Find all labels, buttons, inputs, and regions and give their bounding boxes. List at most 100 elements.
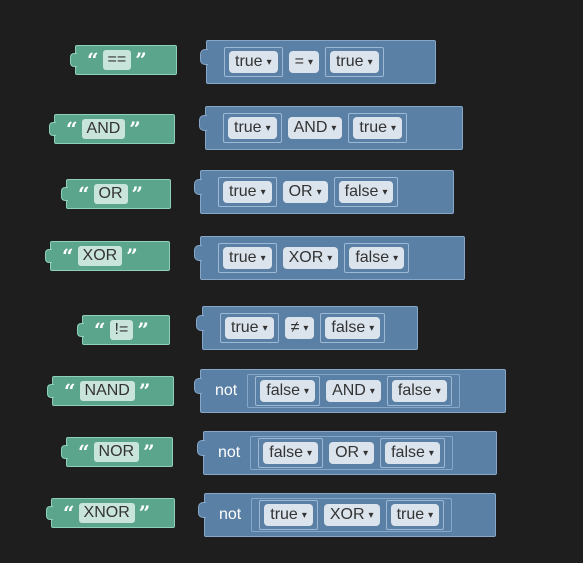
text-field[interactable]: NAND (79, 381, 135, 401)
output-tab (194, 179, 202, 195)
left-input[interactable]: true▾ (220, 313, 279, 343)
right-input[interactable]: true▾ (324, 47, 384, 77)
text-block[interactable]: “ != ” (77, 315, 170, 345)
text-block[interactable]: “ XNOR ” (46, 498, 175, 528)
bool-dropdown[interactable]: false▾ (338, 181, 394, 203)
bool-dropdown[interactable]: true▾ (225, 317, 274, 339)
dropdown-arrow-icon: ▾ (369, 385, 375, 397)
open-quote-icon: “ (64, 379, 76, 403)
left-input[interactable]: true▾ (218, 177, 277, 207)
dropdown-arrow-icon: ▾ (428, 509, 434, 521)
bool-dropdown[interactable]: false▾ (260, 380, 316, 402)
compare-block[interactable]: true▾ =▾ true▾ (200, 40, 436, 84)
row-nor: “ NOR ” not false▾ OR▾ false▾ (0, 431, 583, 483)
close-quote-icon: ” (135, 48, 147, 72)
row-and: “ AND ” true▾ AND▾ true▾ (0, 106, 583, 158)
text-block[interactable]: “ XOR ” (45, 241, 170, 271)
text-block[interactable]: “ OR ” (61, 179, 171, 209)
right-input[interactable]: true▾ (348, 113, 408, 143)
logic-block[interactable]: false▾ OR▾ false▾ (250, 436, 453, 470)
bool-dropdown[interactable]: false▾ (263, 442, 319, 464)
text-field[interactable]: XOR (77, 246, 123, 266)
dropdown-arrow-icon: ▾ (260, 252, 266, 264)
bool-dropdown[interactable]: true▾ (223, 181, 272, 203)
output-tab (200, 49, 208, 65)
text-field[interactable]: != (109, 320, 134, 340)
text-block[interactable]: “ == ” (70, 45, 177, 75)
text-field[interactable]: OR (93, 184, 128, 204)
close-quote-icon: ” (138, 501, 151, 525)
operator-dropdown[interactable]: =▾ (288, 51, 319, 73)
bool-dropdown[interactable]: true▾ (229, 51, 278, 73)
logic-block[interactable]: false▾ AND▾ false▾ (247, 374, 460, 408)
dropdown-arrow-icon: ▾ (393, 252, 399, 264)
right-input[interactable]: false▾ (333, 177, 399, 207)
left-input[interactable]: true▾ (223, 113, 282, 143)
operator-dropdown[interactable]: OR▾ (329, 442, 375, 464)
bool-dropdown[interactable]: false▾ (385, 442, 440, 464)
right-input[interactable]: false▾ (344, 243, 410, 273)
operator-dropdown[interactable]: AND▾ (326, 380, 381, 402)
not-label: not (218, 444, 241, 461)
operator-dropdown[interactable]: AND▾ (287, 117, 343, 139)
left-input[interactable]: false▾ (255, 376, 321, 406)
bool-dropdown[interactable]: true▾ (353, 117, 403, 139)
dropdown-arrow-icon: ▾ (265, 122, 271, 134)
operator-dropdown[interactable]: OR▾ (282, 181, 328, 203)
bool-dropdown[interactable]: false▾ (391, 380, 447, 402)
right-input[interactable]: false▾ (380, 438, 445, 468)
text-block[interactable]: “ AND ” (49, 114, 175, 144)
output-tab (196, 315, 204, 331)
output-tab (194, 245, 202, 261)
dropdown-arrow-icon: ▾ (262, 322, 268, 334)
dropdown-arrow-icon: ▾ (307, 56, 313, 68)
close-quote-icon: ” (129, 117, 141, 141)
not-label: not (219, 506, 242, 523)
bool-dropdown[interactable]: false▾ (325, 317, 381, 339)
connector-tab (61, 445, 68, 459)
text-field[interactable]: == (102, 50, 132, 70)
left-input[interactable]: true▾ (224, 47, 283, 77)
logic-block[interactable]: true▾ AND▾ true▾ (199, 106, 463, 150)
text-field[interactable]: XNOR (78, 503, 135, 523)
bool-dropdown[interactable]: true▾ (329, 51, 379, 73)
bool-dropdown[interactable]: false▾ (349, 247, 405, 269)
logic-block[interactable]: true▾ OR▾ false▾ (194, 170, 454, 214)
output-tab (197, 440, 205, 456)
logic-block[interactable]: true▾ XOR▾ false▾ (194, 236, 465, 280)
bool-dropdown[interactable]: true▾ (390, 504, 440, 526)
dropdown-arrow-icon: ▾ (368, 509, 374, 521)
text-block[interactable]: “ NAND ” (47, 376, 174, 406)
logic-block[interactable]: true▾ XOR▾ true▾ (251, 498, 453, 532)
text-field[interactable]: AND (81, 119, 126, 139)
dropdown-arrow-icon: ▾ (304, 385, 310, 397)
dropdown-arrow-icon: ▾ (266, 56, 272, 68)
dropdown-arrow-icon: ▾ (369, 322, 375, 334)
connector-tab (45, 249, 52, 263)
connector-tab (70, 53, 77, 67)
operator-dropdown[interactable]: ≠▾ (284, 317, 315, 339)
left-input[interactable]: true▾ (218, 243, 277, 273)
left-input[interactable]: true▾ (259, 500, 318, 530)
right-input[interactable]: false▾ (320, 313, 386, 343)
close-quote-icon: ” (137, 318, 149, 342)
right-input[interactable]: true▾ (385, 500, 445, 530)
operator-dropdown[interactable]: XOR▾ (323, 504, 380, 526)
compare-block[interactable]: true▾ ≠▾ false▾ (196, 306, 418, 350)
not-block[interactable]: not false▾ AND▾ false▾ (194, 369, 506, 413)
not-block[interactable]: not true▾ XOR▾ true▾ (198, 493, 496, 537)
dropdown-arrow-icon: ▾ (303, 322, 309, 334)
bool-dropdown[interactable]: true▾ (264, 504, 313, 526)
dropdown-arrow-icon: ▾ (391, 122, 397, 134)
right-input[interactable]: false▾ (386, 376, 452, 406)
connector-tab (47, 384, 54, 398)
not-block[interactable]: not false▾ OR▾ false▾ (197, 431, 497, 475)
left-input[interactable]: false▾ (258, 438, 324, 468)
row-or: “ OR ” true▾ OR▾ false▾ (0, 170, 583, 222)
text-block[interactable]: “ NOR ” (61, 437, 173, 467)
text-field[interactable]: NOR (93, 442, 140, 462)
bool-dropdown[interactable]: true▾ (228, 117, 277, 139)
bool-dropdown[interactable]: true▾ (223, 247, 272, 269)
operator-dropdown[interactable]: XOR▾ (282, 247, 339, 269)
dropdown-arrow-icon: ▾ (307, 447, 313, 459)
